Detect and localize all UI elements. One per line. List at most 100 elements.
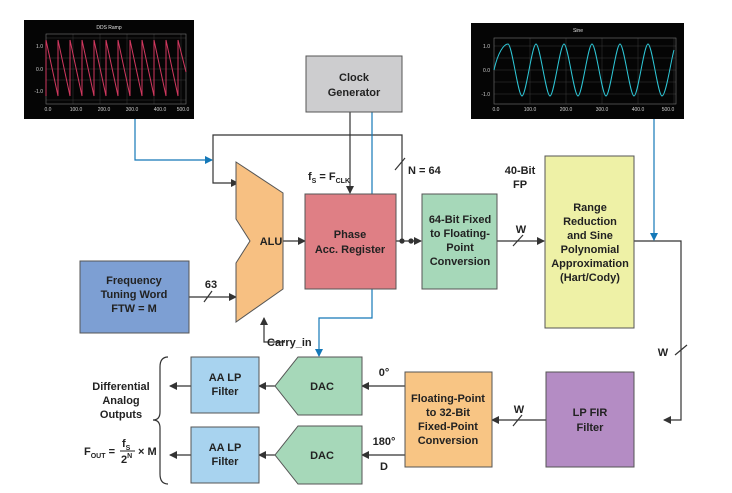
signal-wires <box>152 112 688 485</box>
range-label-1: Range <box>573 202 607 214</box>
junction-dot-1 <box>399 238 405 244</box>
sine-xtick-5: 400.0 <box>632 107 645 113</box>
dac-top-block: DAC <box>274 356 363 416</box>
aa-filter-bottom-block: AA LP Filter <box>190 426 260 484</box>
sine-ytick-3: -1.0 <box>481 92 490 98</box>
range-to-fir-wire <box>634 240 682 424</box>
fs-subscript: S <box>312 178 317 185</box>
dac-bottom-label: DAC <box>310 450 334 462</box>
fout-times-m: × M <box>138 446 157 458</box>
fout-equals: = <box>106 446 115 458</box>
float-fixed-label-4: Conversion <box>418 435 479 447</box>
fout-lhs: FOUT = <box>84 446 115 460</box>
phase-acc-label-2: Acc. Register <box>315 244 386 256</box>
aa-filter-bottom-label-2: Filter <box>212 456 240 468</box>
fixed-float-label-4: Conversion <box>430 256 491 268</box>
ramp-ytick-2: 0.0 <box>36 67 43 73</box>
carry-in-label: Carry_in <box>267 337 312 349</box>
range-reduction-block: Range Reduction and Sine Polynomial Appr… <box>544 155 635 329</box>
dac-top-label: DAC <box>310 381 334 393</box>
clock-generator-block: Clock Generator <box>305 55 403 113</box>
ftw-label-1: Frequency <box>106 275 163 287</box>
aa-filter-top-block: AA LP Filter <box>190 356 260 414</box>
fs-f: f <box>308 171 312 183</box>
w-fixed-float-label: W <box>516 224 527 236</box>
range-label-3: and Sine <box>567 230 613 242</box>
sine-scope: Sine 1.0 0.0 -1.0 0.0 100.0 200.0 300.0 … <box>471 23 684 119</box>
carry-in-wire <box>260 317 285 343</box>
ramp-trace <box>45 39 187 97</box>
fixed-float-label-2: to Floating- <box>430 228 490 240</box>
lp-fir-label-1: LP FIR <box>573 407 608 419</box>
sine-scope-grid <box>494 38 676 104</box>
fout-numerator: fS <box>122 438 131 452</box>
sine-xtick-2: 100.0 <box>524 107 537 113</box>
ftw-width-slash <box>203 290 213 303</box>
float-fixed-label-1: Floating-Point <box>411 393 485 405</box>
fixed-to-float-block: 64-Bit Fixed to Floating- Point Conversi… <box>421 193 498 290</box>
ftw-width-label: 63 <box>205 279 217 291</box>
range-label-5: Approximation <box>551 258 629 270</box>
sine-scope-background <box>471 23 684 119</box>
phase-to-dac-wire <box>315 289 373 357</box>
fout-equation: FOUT = fS 2N × M <box>84 438 157 466</box>
lp-fir-block: LP FIR Filter <box>545 371 635 468</box>
sine-xtick-3: 200.0 <box>560 107 573 113</box>
ramp-scope: DDS Ramp 1.0 0.0 -1.0 0.0 100.0 200.0 30… <box>24 20 194 119</box>
sine-xtick-6: 500.0 <box>662 107 675 113</box>
ramp-xtick-2: 100.0 <box>70 107 83 113</box>
ftw-label-2: Tuning Word <box>101 289 168 301</box>
phase-accumulator-block: Phase Acc. Register <box>304 193 397 290</box>
n-width-label: N = 64 <box>408 165 442 177</box>
aa-filter-top-label-1: AA LP <box>209 372 242 384</box>
feedback-wire <box>212 134 403 241</box>
dac-bottom-block: DAC <box>274 425 363 485</box>
outputs-label-3: Outputs <box>100 409 142 421</box>
output-brace <box>152 356 169 485</box>
phase-d-label: D <box>380 461 388 473</box>
clock-generator-label-1: Clock <box>339 72 370 84</box>
fs-equals: = F <box>316 171 336 183</box>
sine-xtick-4: 300.0 <box>596 107 609 113</box>
alu-block: ALU <box>235 161 284 323</box>
float-fixed-label-2: to 32-Bit <box>426 407 470 419</box>
float-fixed-label-3: Fixed-Point <box>418 421 478 433</box>
fixed-float-label-1: 64-Bit Fixed <box>429 214 491 226</box>
monitor-wires <box>134 112 658 357</box>
fp-width-label-2: FP <box>513 179 527 191</box>
fout-den-2: 2 <box>121 454 127 466</box>
range-label-6: (Hart/Cody) <box>560 272 620 284</box>
sine-ytick-2: 0.0 <box>483 68 490 74</box>
fout-subscript: OUT <box>91 453 107 460</box>
sine-scope-title: Sine <box>573 28 583 34</box>
fclk-subscript: CLK <box>336 178 350 185</box>
sine-trace <box>493 43 675 97</box>
fout-den-superscript: N <box>127 453 132 460</box>
outputs-label-2: Analog <box>102 395 139 407</box>
ramp-xtick-4: 300.0 <box>126 107 139 113</box>
n-width-slash <box>394 157 406 171</box>
alu-label: ALU <box>260 236 283 248</box>
aa-filter-top-label-2: Filter <box>212 386 240 398</box>
ramp-ytick-1: 1.0 <box>36 44 43 50</box>
ramp-xtick-3: 200.0 <box>98 107 111 113</box>
sine-xtick-1: 0.0 <box>493 107 500 113</box>
float-to-fixed-block: Floating-Point to 32-Bit Fixed-Point Con… <box>404 371 493 468</box>
phase-180-label: 180° <box>373 436 396 448</box>
fout-num-f: f <box>122 438 126 450</box>
w-slash-fixed-float <box>512 234 524 247</box>
ramp-xtick-1: 0.0 <box>45 107 52 113</box>
ramp-monitor-wire <box>134 119 213 164</box>
w-slash-vertical <box>674 344 688 356</box>
fout-f: F <box>84 446 91 458</box>
ramp-scope-title: DDS Ramp <box>96 25 122 31</box>
ftw-label-3: FTW = M <box>111 303 157 315</box>
ramp-xtick-5: 400.0 <box>154 107 167 113</box>
aa-filter-bottom-label-1: AA LP <box>209 442 242 454</box>
fout-denominator: 2N <box>121 453 132 466</box>
phase-acc-label-1: Phase <box>334 229 366 241</box>
ramp-xtick-6: 500.0 <box>177 107 190 113</box>
fs-equals-fclk-label: fS = FCLK <box>308 171 350 185</box>
clock-generator-label-2: Generator <box>328 87 381 99</box>
fixed-float-label-3: Point <box>446 242 474 254</box>
